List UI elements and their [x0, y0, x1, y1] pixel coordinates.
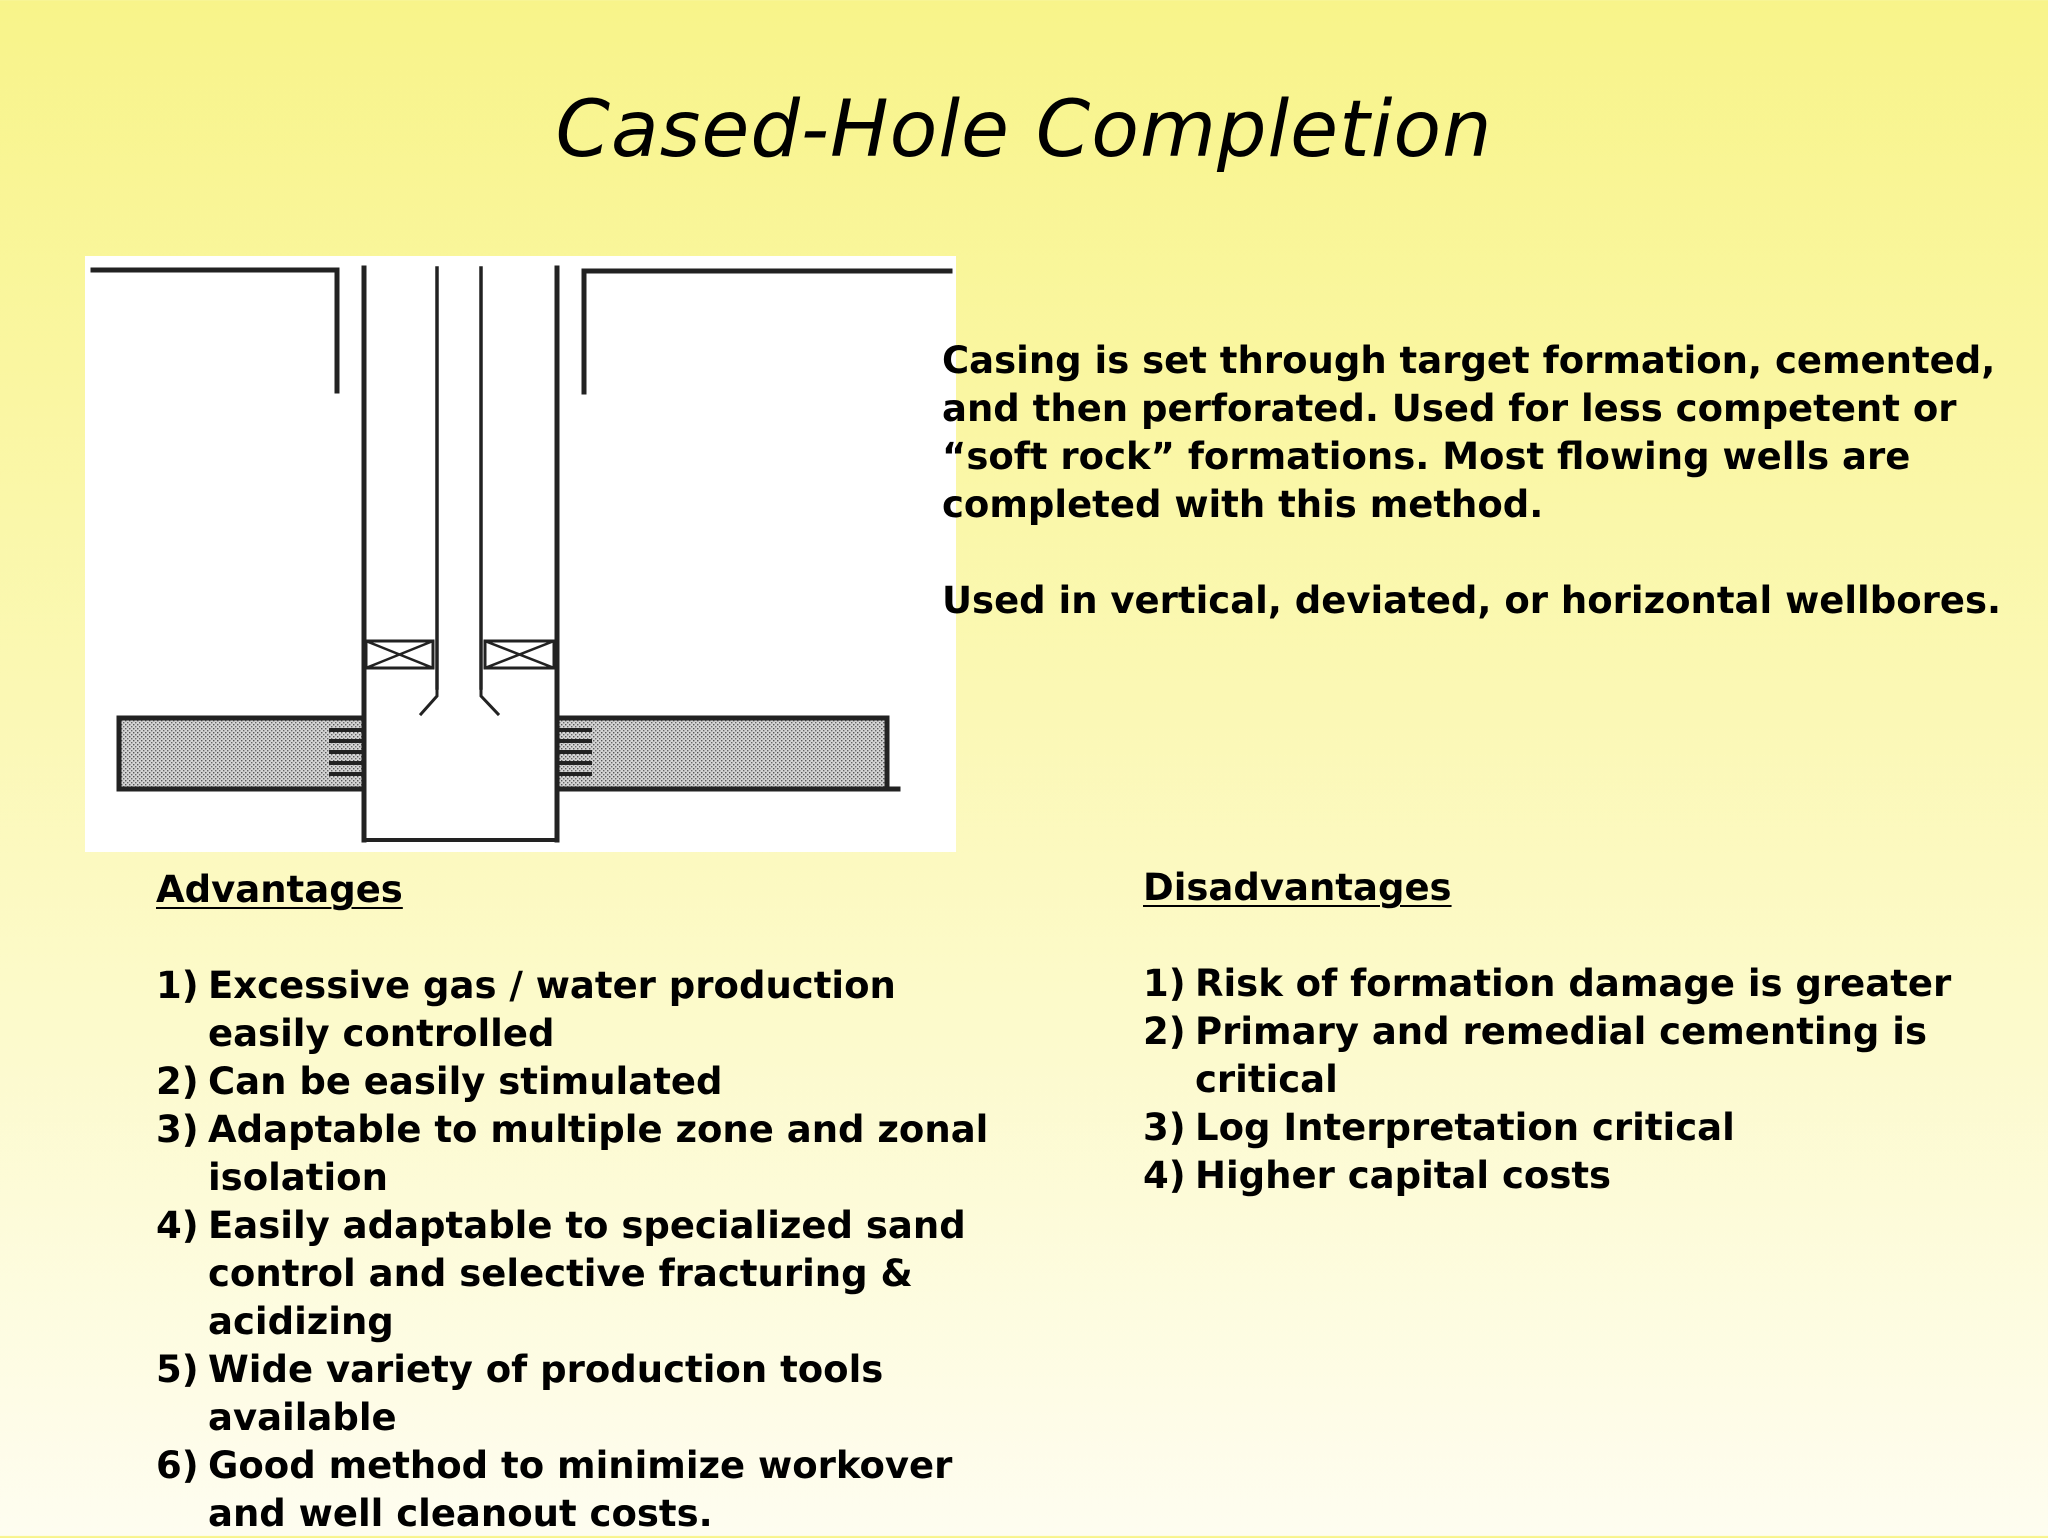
- surface-line-right: [581, 268, 953, 395]
- description-paragraph: Casing is set through target formation, …: [942, 339, 1996, 526]
- item-text: Good method to minimize workover and wel…: [208, 1444, 953, 1535]
- cased-hole-diagram: [85, 256, 956, 852]
- item-text: Primary and remedial cementing is critic…: [1195, 1010, 1927, 1101]
- packer-right: [483, 639, 556, 670]
- tubing-flare-right: [479, 686, 501, 717]
- item-text: Adaptable to multiple zone and zonal iso…: [208, 1108, 989, 1199]
- item-number: 2): [156, 1060, 199, 1103]
- list-item: 3)Log Interpretation critical: [1143, 1104, 2003, 1152]
- disadvantages-list: 1)Risk of formation damage is greater 2)…: [1143, 960, 2003, 1200]
- item-text: Higher capital costs: [1195, 1154, 1612, 1197]
- item-number: 6): [156, 1444, 199, 1487]
- list-item: 1)Risk of formation damage is greater: [1143, 960, 2003, 1008]
- list-item: 1)Excessive gas / water production easil…: [156, 962, 1016, 1058]
- disadvantages-section: Disadvantages 1)Risk of formation damage…: [1143, 864, 2003, 1200]
- disadvantages-heading: Disadvantages: [1143, 866, 1452, 909]
- item-text: Excessive gas / water production easily …: [208, 964, 896, 1055]
- advantages-list: 1)Excessive gas / water production easil…: [156, 962, 1016, 1538]
- description: Casing is set through target formation, …: [942, 337, 2002, 625]
- advantages-heading: Advantages: [156, 868, 403, 911]
- item-number: 3): [156, 1108, 199, 1151]
- item-number: 4): [156, 1204, 199, 1247]
- tubing-flare-left: [418, 686, 439, 717]
- list-item: 6)Good method to minimize workover and w…: [156, 1442, 1016, 1538]
- list-item: 2)Can be easily stimulated: [156, 1058, 1016, 1106]
- slide-title: Cased-Hole Completion: [555, 85, 1493, 175]
- list-item: 4)Easily adaptable to specialized sand c…: [156, 1202, 1016, 1346]
- item-text: Risk of formation damage is greater: [1195, 962, 1952, 1005]
- wellbore-schematic: [90, 265, 953, 843]
- item-text: Can be easily stimulated: [208, 1060, 723, 1103]
- item-number: 1): [1143, 962, 1186, 1005]
- item-number: 2): [1143, 1010, 1186, 1053]
- list-item: 4)Higher capital costs: [1143, 1152, 2003, 1200]
- item-text: Log Interpretation critical: [1195, 1106, 1735, 1149]
- item-text: Easily adaptable to specialized sand con…: [208, 1204, 966, 1343]
- item-number: 1): [156, 964, 199, 1007]
- surface-line-left: [90, 267, 340, 394]
- item-text: Wide variety of production tools availab…: [208, 1348, 884, 1439]
- description-paragraph: Used in vertical, deviated, or horizonta…: [942, 579, 2002, 622]
- list-item: 2)Primary and remedial cementing is crit…: [1143, 1008, 2003, 1104]
- list-item: 5)Wide variety of production tools avail…: [156, 1346, 1016, 1442]
- item-number: 5): [156, 1348, 199, 1391]
- perforations-right: [557, 728, 592, 776]
- advantages-section: Advantages 1)Excessive gas / water produ…: [156, 866, 1016, 1538]
- item-number: 3): [1143, 1106, 1186, 1149]
- perforations-left: [329, 728, 364, 776]
- list-item: 3)Adaptable to multiple zone and zonal i…: [156, 1106, 1016, 1202]
- formation-left: [116, 715, 367, 792]
- formation-right: [554, 715, 890, 792]
- item-number: 4): [1143, 1154, 1186, 1197]
- packer-left: [364, 639, 435, 670]
